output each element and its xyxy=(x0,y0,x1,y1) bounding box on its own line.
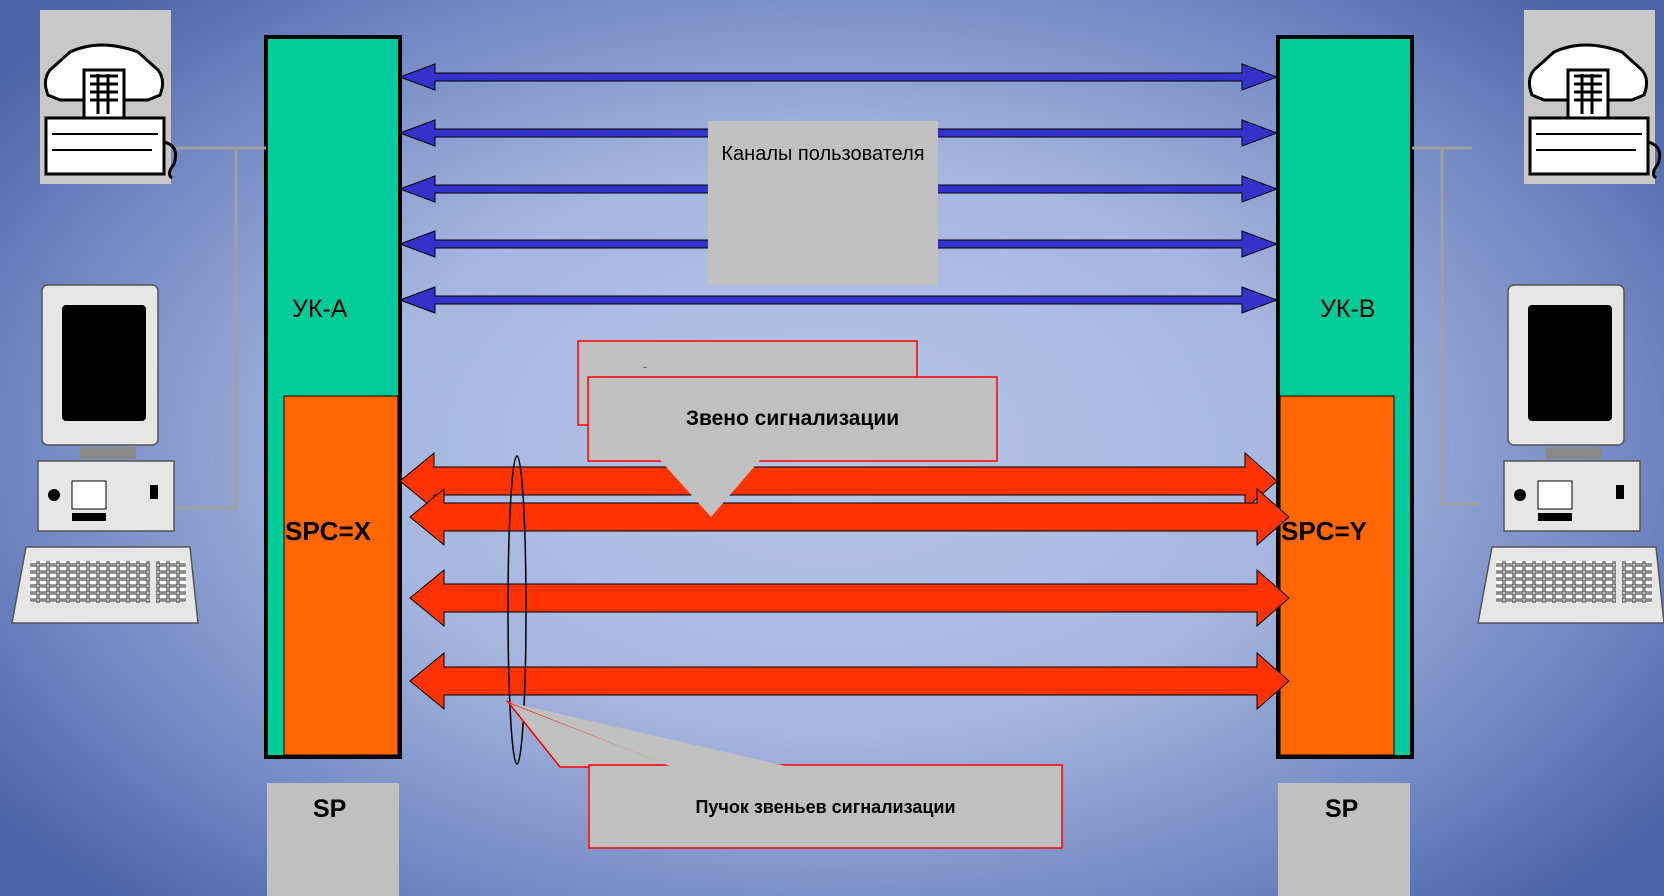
telephone-icon xyxy=(40,10,178,184)
user-channel-arrow xyxy=(398,286,1279,314)
signaling-link-label: Звено сигнализации xyxy=(685,407,900,430)
computer-icon xyxy=(1477,284,1664,624)
sp-label-a: SP xyxy=(313,795,347,823)
user-channels-label: Каналы пользователя xyxy=(721,142,925,165)
switch-b-label: УК-В xyxy=(1320,295,1376,323)
sp-box-a xyxy=(267,783,399,896)
signaling-link-callout xyxy=(587,376,998,517)
user-channels-callout xyxy=(708,121,938,285)
signaling-point-code-a: SPC=X xyxy=(285,516,371,546)
switch-a xyxy=(264,35,402,759)
user-channel-arrow xyxy=(398,63,1279,91)
sp-box-b xyxy=(1278,783,1410,896)
switch-b xyxy=(1276,35,1414,759)
signaling-point-code-b: SPC=Y xyxy=(1281,516,1367,546)
linkset-callout xyxy=(505,700,1063,849)
computer-icon xyxy=(11,284,199,624)
signaling-link-behind-label: Звено сигнализации xyxy=(580,356,910,368)
signaling-point-a xyxy=(283,395,399,756)
sp-label-b: SP xyxy=(1325,795,1359,823)
signaling-link-arrow xyxy=(409,651,1290,711)
linkset-ellipse xyxy=(507,455,527,765)
linkset-label: Пучок звеньев сигнализации xyxy=(695,796,956,817)
telephone-icon xyxy=(1524,10,1662,184)
switch-a-label: УК-А xyxy=(292,295,348,323)
terminal-lines xyxy=(170,146,1480,510)
signaling-link-arrows xyxy=(399,451,1290,711)
signaling-link-arrow xyxy=(409,568,1290,628)
signaling-link-arrow xyxy=(409,487,1290,547)
signaling-point-b xyxy=(1279,395,1395,756)
